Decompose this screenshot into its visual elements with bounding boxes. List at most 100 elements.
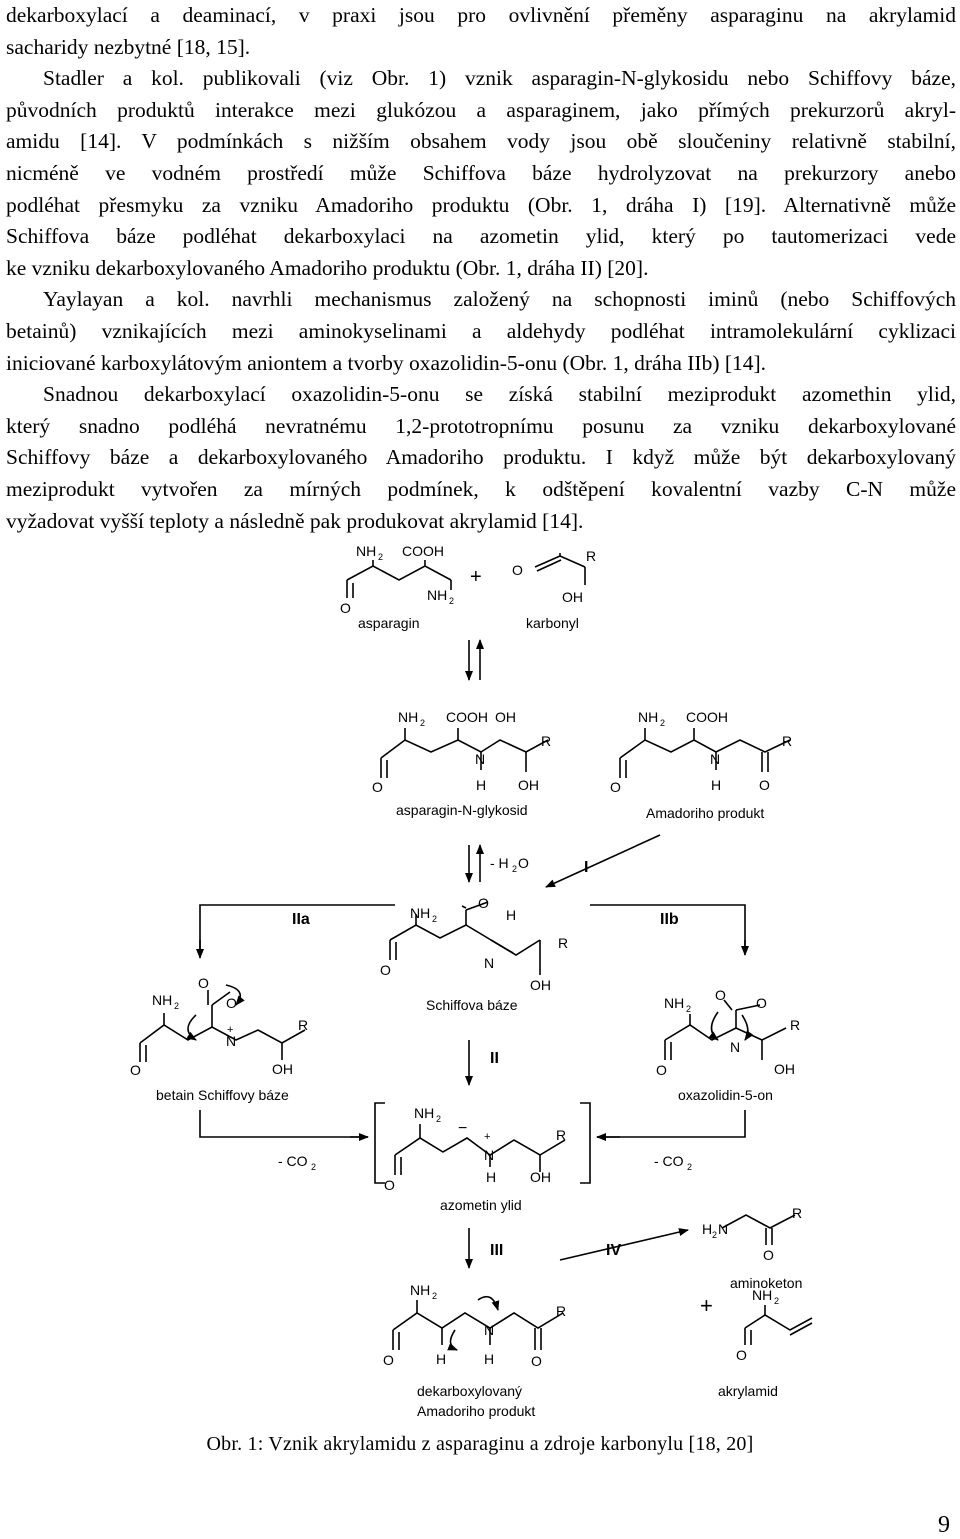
atom-o: O	[756, 995, 767, 1011]
atom-r: R	[556, 1127, 566, 1143]
charge-minus: −	[458, 1120, 467, 1137]
atom-subscript: 2	[712, 1230, 717, 1240]
atom-r: R	[541, 733, 551, 749]
atom-h: H	[506, 907, 516, 923]
text-line: iniciované karboxylátovým aniontem a tvo…	[6, 350, 767, 375]
atom-subscript: 2	[449, 596, 454, 606]
atom-o: O	[759, 777, 770, 793]
atom-r: R	[558, 935, 568, 951]
atom-nh2: NH	[638, 709, 658, 725]
text-line: Schiffova báze podléhat dekarboxylaci na…	[6, 224, 956, 249]
atom-subscript: 2	[420, 718, 425, 728]
label-amadori: Amadoriho produkt	[646, 805, 764, 821]
label-water-loss: - H	[490, 855, 509, 871]
atom-o: O	[610, 779, 621, 795]
text-line: Schiffovy báze a dekarboxylovaného Amado…	[6, 445, 956, 470]
atom-oh: OH	[774, 1061, 795, 1077]
atom-o: O	[198, 975, 209, 991]
atom-o: O	[512, 562, 523, 578]
atom-cooh: COOH	[446, 709, 488, 725]
atom-r: R	[298, 1017, 308, 1033]
label-betain: betain Schiffovy báze	[156, 1087, 289, 1103]
plus-sign: +	[470, 566, 482, 588]
path-label-iv: IV	[606, 1242, 621, 1259]
atom-r: R	[782, 733, 792, 749]
text-line: sacharidy nezbytné [18, 15].	[6, 34, 251, 59]
atom-oh: OH	[562, 589, 583, 605]
atom-n: N	[730, 1039, 740, 1055]
atom-cooh: COOH	[402, 543, 444, 559]
atom-o: O	[383, 1352, 394, 1368]
atom-o: O	[340, 600, 351, 616]
glykosid-structure	[380, 728, 549, 778]
atom-n: N	[484, 955, 494, 971]
atom-r: R	[792, 1205, 802, 1221]
atom-subscript: 2	[311, 1162, 316, 1172]
label-dekarb-1: dekarboxylovaný	[417, 1383, 522, 1399]
atom-nh2: NH	[414, 1105, 434, 1121]
text-line: amidu [14]. V podmínkách s nižším obsahe…	[6, 129, 956, 154]
atom-cooh: COOH	[686, 709, 728, 725]
atom-o: O	[531, 1353, 542, 1369]
atom-subscript: 2	[378, 552, 383, 562]
schiff-structure	[389, 901, 541, 975]
text-line: vyžadovat vyšší teploty a následně pak p…	[6, 508, 584, 533]
atom-subscript: 2	[774, 1296, 779, 1306]
atom-o: O	[226, 995, 237, 1011]
atom-subscript: 2	[432, 914, 437, 924]
text-line: původních produktů interakce mezi glukóz…	[6, 97, 956, 122]
atom-h2n: H	[702, 1221, 712, 1237]
text-line: nicméně ve vodném prostředí může Schiffo…	[6, 160, 956, 185]
atom-oh: OH	[518, 777, 539, 793]
label-dekarb-2: Amadoriho produkt	[417, 1403, 535, 1419]
atom-r: R	[586, 548, 596, 564]
atom-r: R	[556, 1303, 566, 1319]
atom-o: O	[736, 1347, 747, 1363]
atom-oh: OH	[495, 709, 516, 725]
label-karbonyl: karbonyl	[526, 615, 579, 631]
atom-o: O	[372, 779, 383, 795]
atom-n: N	[226, 1033, 236, 1049]
atom-nh2: NH	[356, 543, 376, 559]
atom-nh2: NH	[410, 905, 430, 921]
atom-nh2: NH	[427, 587, 447, 603]
atom-nh2: NH	[664, 995, 684, 1011]
atom-h: H	[711, 777, 721, 793]
label-akrylamid: akrylamid	[718, 1383, 778, 1399]
atom-h: H	[484, 1351, 494, 1367]
karbonyl-structure	[534, 553, 586, 585]
atom-n: N	[484, 1147, 494, 1163]
atom-nh2: NH	[398, 709, 418, 725]
atom-oh: OH	[530, 1169, 551, 1185]
atom-o: O	[763, 1247, 774, 1263]
atom-n: N	[718, 1221, 728, 1237]
label-ylid: azometin ylid	[440, 1197, 522, 1213]
atom-oh: OH	[530, 977, 551, 993]
atom-nh2: NH	[410, 1282, 430, 1298]
atom-o: O	[478, 895, 489, 911]
atom-subscript: 2	[686, 1004, 691, 1014]
atom-subscript: 2	[660, 718, 665, 728]
atom-h: H	[486, 1169, 496, 1185]
dekarboxylovany-structure	[392, 1295, 564, 1351]
akrylamid-structure	[744, 1305, 813, 1345]
label-co2-loss: - CO	[278, 1153, 308, 1169]
atom-n: N	[475, 751, 485, 767]
atom-subscript: 2	[432, 1291, 437, 1301]
text-line: Yaylayan a kol. navrhli mechanismus zalo…	[43, 287, 956, 312]
atom-subscript: 2	[687, 1162, 692, 1172]
label-glykosid: asparagin-N-glykosid	[396, 802, 528, 818]
label-oxazolidin: oxazolidin-5-on	[678, 1087, 773, 1103]
betain-structure	[139, 984, 306, 1062]
atom-nh2: NH	[752, 1287, 772, 1303]
text-line: meziprodukt vytvořen za mírných podmínek…	[6, 476, 956, 501]
charge-plus: +	[227, 1024, 233, 1036]
text-line: ke vzniku dekarboxylovaného Amadoriho pr…	[6, 255, 649, 280]
path-label-i: I	[584, 859, 588, 876]
text-line: který snadno podléhá nevratnému 1,2-prot…	[6, 413, 956, 438]
atom-h: H	[476, 777, 486, 793]
charge-plus: +	[484, 1131, 490, 1143]
atom-n: N	[484, 1322, 494, 1338]
atom-o: O	[384, 1177, 395, 1193]
atom-o: O	[130, 1062, 141, 1078]
